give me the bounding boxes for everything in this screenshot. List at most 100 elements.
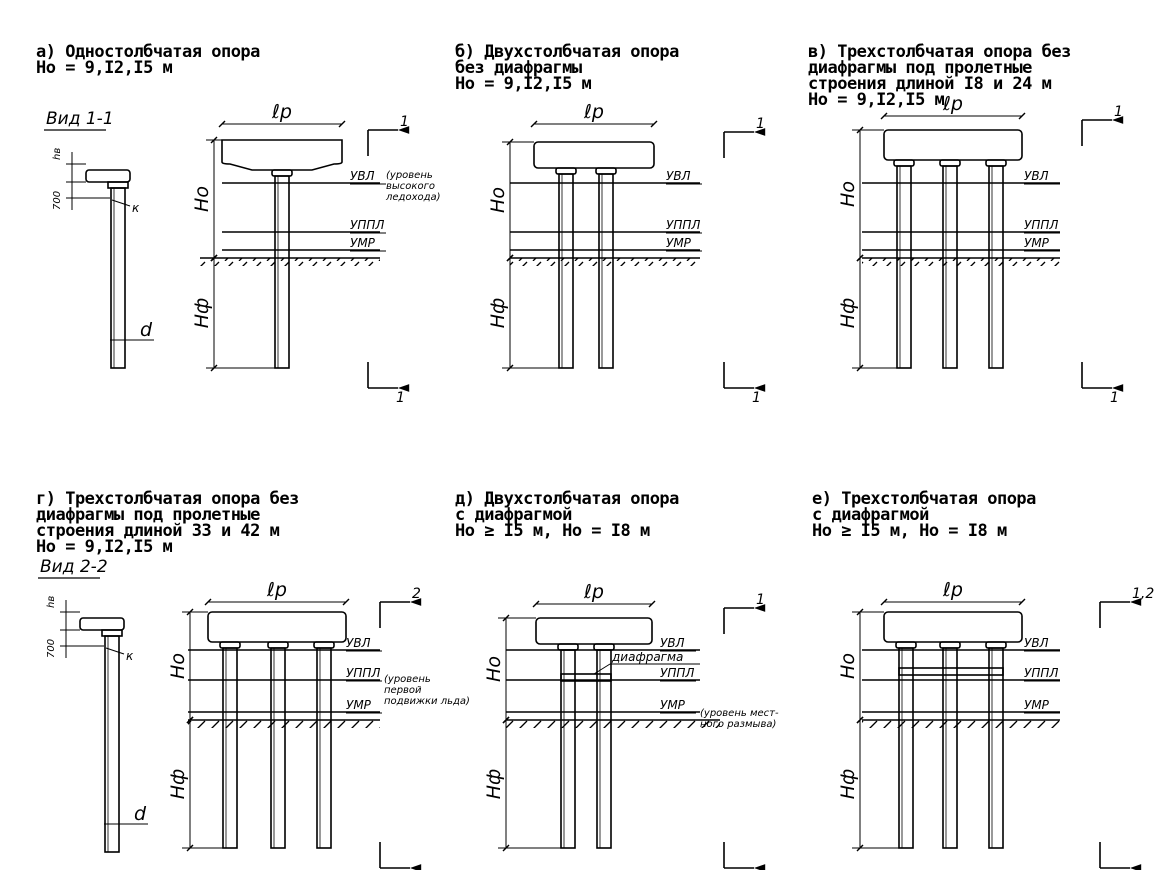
pier-g-ground [188, 720, 380, 728]
pier-d-uppl-label: УППЛ [660, 666, 694, 680]
pier-d-capital-1 [557, 643, 579, 651]
pier-a-uvl-label: УВЛ [350, 169, 375, 183]
pier-d-ground [506, 720, 720, 728]
pier-e-column-3 [988, 647, 1004, 849]
pier-b-uvl-label: УВЛ [666, 169, 691, 183]
pier-b-section-top-label: 1 [756, 116, 765, 132]
pier-a-span-tick-r [338, 120, 346, 128]
pier-e-cap [883, 611, 1023, 643]
note-uppl-1: первой [384, 685, 422, 696]
note-uppl-2: подвижки льда) [384, 696, 470, 707]
side-view-2-title: Вид 2-2 [40, 557, 108, 577]
side-view-1-d: d [140, 319, 153, 341]
pier-d-hf-tick-top [502, 716, 510, 724]
pier-b-section-bot-label: 1 [752, 390, 761, 406]
pier-a-uppl-label: УППЛ [350, 218, 384, 232]
pier-b-hf-label: Hф [487, 298, 509, 329]
side-view-1-title: Вид 1-1 [46, 109, 114, 129]
side-view-2-k: к [126, 649, 134, 663]
pier-v-span-label: ℓр [942, 93, 963, 115]
pier-b-span-tick-r [650, 120, 658, 128]
side-view-2-hv: hв [46, 596, 57, 608]
pier-e-column-2 [942, 647, 958, 849]
side-view-1-700: 700 [52, 191, 63, 210]
pier-v-uvl-label: УВЛ [1024, 169, 1049, 183]
pier-a-column-1 [274, 175, 290, 369]
pier-v-span-tick-l [880, 112, 888, 120]
pier-b-uppl-label: УППЛ [666, 218, 700, 232]
pier-b-capital-2 [595, 167, 617, 175]
pier-b-umr-label: УМР [666, 236, 692, 250]
side-view-2-capital [101, 629, 123, 637]
pier-d-uvl-label: УВЛ [660, 636, 685, 650]
pier-d-cap [535, 617, 653, 645]
pier-e-uppl-label: УППЛ [1024, 666, 1058, 680]
pier-a-hf-tick-bot [210, 364, 218, 372]
note-uvl-2: ледохода) [385, 192, 441, 203]
pier-v-capital-2 [939, 159, 961, 167]
pier-v-capital-1 [893, 159, 915, 167]
pier-g-ho-label: Hо [167, 653, 189, 679]
note-uvl-1: высокого [386, 181, 435, 192]
pier-d-diaphragm [560, 673, 612, 682]
pier-a-ho-label: Hо [191, 186, 213, 212]
pier-e-ground [862, 720, 1060, 728]
pier-b-column-2 [598, 173, 614, 369]
side-view-2-k-leader [105, 647, 125, 655]
pier-g-hf-label: Hф [167, 769, 189, 800]
diaphragm-label: диафрагма [611, 650, 683, 664]
pier-a-cap [221, 139, 343, 171]
pier-v-section-top-label: 1 [1114, 104, 1123, 120]
pier-v-hf-tick-bot [856, 364, 864, 372]
pier-e-hf-label: Hф [837, 769, 859, 800]
pier-e-hf-tick-bot [856, 844, 864, 852]
pier-g-span-label: ℓр [266, 579, 287, 601]
side-view-1-column [110, 187, 126, 369]
pier-b-ho-label: Hо [487, 187, 509, 213]
pier-g-capital-1 [219, 641, 241, 649]
pier-a-capital-1 [271, 169, 293, 177]
pier-b-ho-tick-top [506, 138, 514, 146]
pier-e-column-1 [898, 647, 914, 849]
pier-e-diaphragm [898, 667, 1004, 676]
pier-a-span-label: ℓр [271, 101, 292, 123]
side-view-2-700: 700 [46, 639, 57, 658]
pier-a-section-bot-label: 1 [396, 390, 405, 406]
pier-e-ho-tick-top [856, 608, 864, 616]
note-umr-0: (уровень мест- [700, 708, 779, 719]
pier-g-uvl-label: УВЛ [346, 636, 371, 650]
pier-a-hf-tick-top [210, 254, 218, 262]
pier-v-ho-label: Hо [837, 181, 859, 207]
pier-e-capital-1 [895, 641, 917, 649]
pier-a-hf-label: Hф [191, 298, 213, 329]
side-view-1-k: к [132, 201, 140, 215]
pier-a-umr-label: УМР [350, 236, 376, 250]
pier-e-span-tick-l [880, 598, 888, 606]
pier-g-column-1 [222, 647, 238, 849]
pier-a-span-tick-l [218, 120, 226, 128]
pier-b-span-label: ℓр [583, 101, 604, 123]
pier-d-span-label: ℓр [583, 581, 604, 603]
pier-g-span-tick-r [342, 598, 350, 606]
pier-g-column-3 [316, 647, 332, 849]
pier-e-ho-label: Hо [837, 653, 859, 679]
pier-b-capital-1 [555, 167, 577, 175]
pier-e-capital-3 [985, 641, 1007, 649]
pier-e-section-top-label: 1,2 [1132, 586, 1154, 602]
note-uppl-0: (уровень [384, 674, 431, 685]
pier-g-hf-tick-bot [186, 844, 194, 852]
pier-b-ground [510, 258, 700, 266]
pier-d-hf-label: Hф [483, 769, 505, 800]
pier-v-column-2 [942, 165, 958, 369]
side-view-2-d: d [134, 803, 147, 825]
pier-v-hf-tick-top [856, 254, 864, 262]
pier-v-span-tick-r [1018, 112, 1026, 120]
pier-g-capital-3 [313, 641, 335, 649]
pier-b-hf-tick-top [506, 254, 514, 262]
